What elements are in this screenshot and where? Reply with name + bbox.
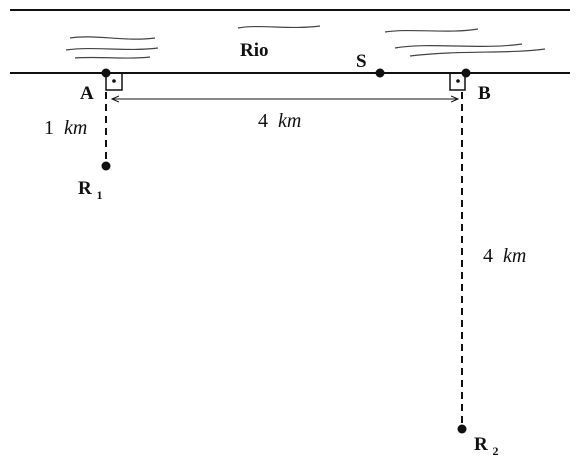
- point-S-label: S: [356, 51, 367, 72]
- distance-AB-unit: km: [278, 110, 301, 132]
- point-S-dot: [375, 68, 385, 78]
- distance-AB-label: 4 km: [258, 110, 301, 132]
- point-B-dot: [461, 68, 471, 78]
- distance-AR1-number: 1: [44, 117, 54, 139]
- point-R1-letter: R: [78, 178, 92, 199]
- distance-AB-number: 4: [258, 110, 268, 132]
- river-label: Rio: [240, 40, 269, 61]
- point-A-dot: [101, 68, 111, 78]
- distance-BR2-label: 4 km: [483, 245, 526, 267]
- distance-AR1-unit: km: [64, 117, 87, 139]
- point-R2-letter: R: [474, 434, 488, 455]
- point-R1-dot: [101, 161, 111, 171]
- point-R2-label: R 2: [474, 434, 498, 458]
- right-angle-A: [105, 73, 123, 91]
- point-A-label: A: [80, 83, 94, 104]
- point-R2-subscript: 2: [492, 444, 498, 458]
- point-R1-label: R 1: [78, 178, 102, 202]
- point-B-label: B: [478, 83, 491, 104]
- distance-BR2-number: 4: [483, 245, 493, 267]
- distance-AR1-label: 1 km: [44, 117, 87, 139]
- right-angle-B: [449, 73, 466, 91]
- point-R2-dot: [457, 424, 467, 434]
- distance-BR2-unit: km: [503, 245, 526, 267]
- river-waves: [65, 25, 546, 59]
- point-R1-subscript: 1: [96, 188, 102, 202]
